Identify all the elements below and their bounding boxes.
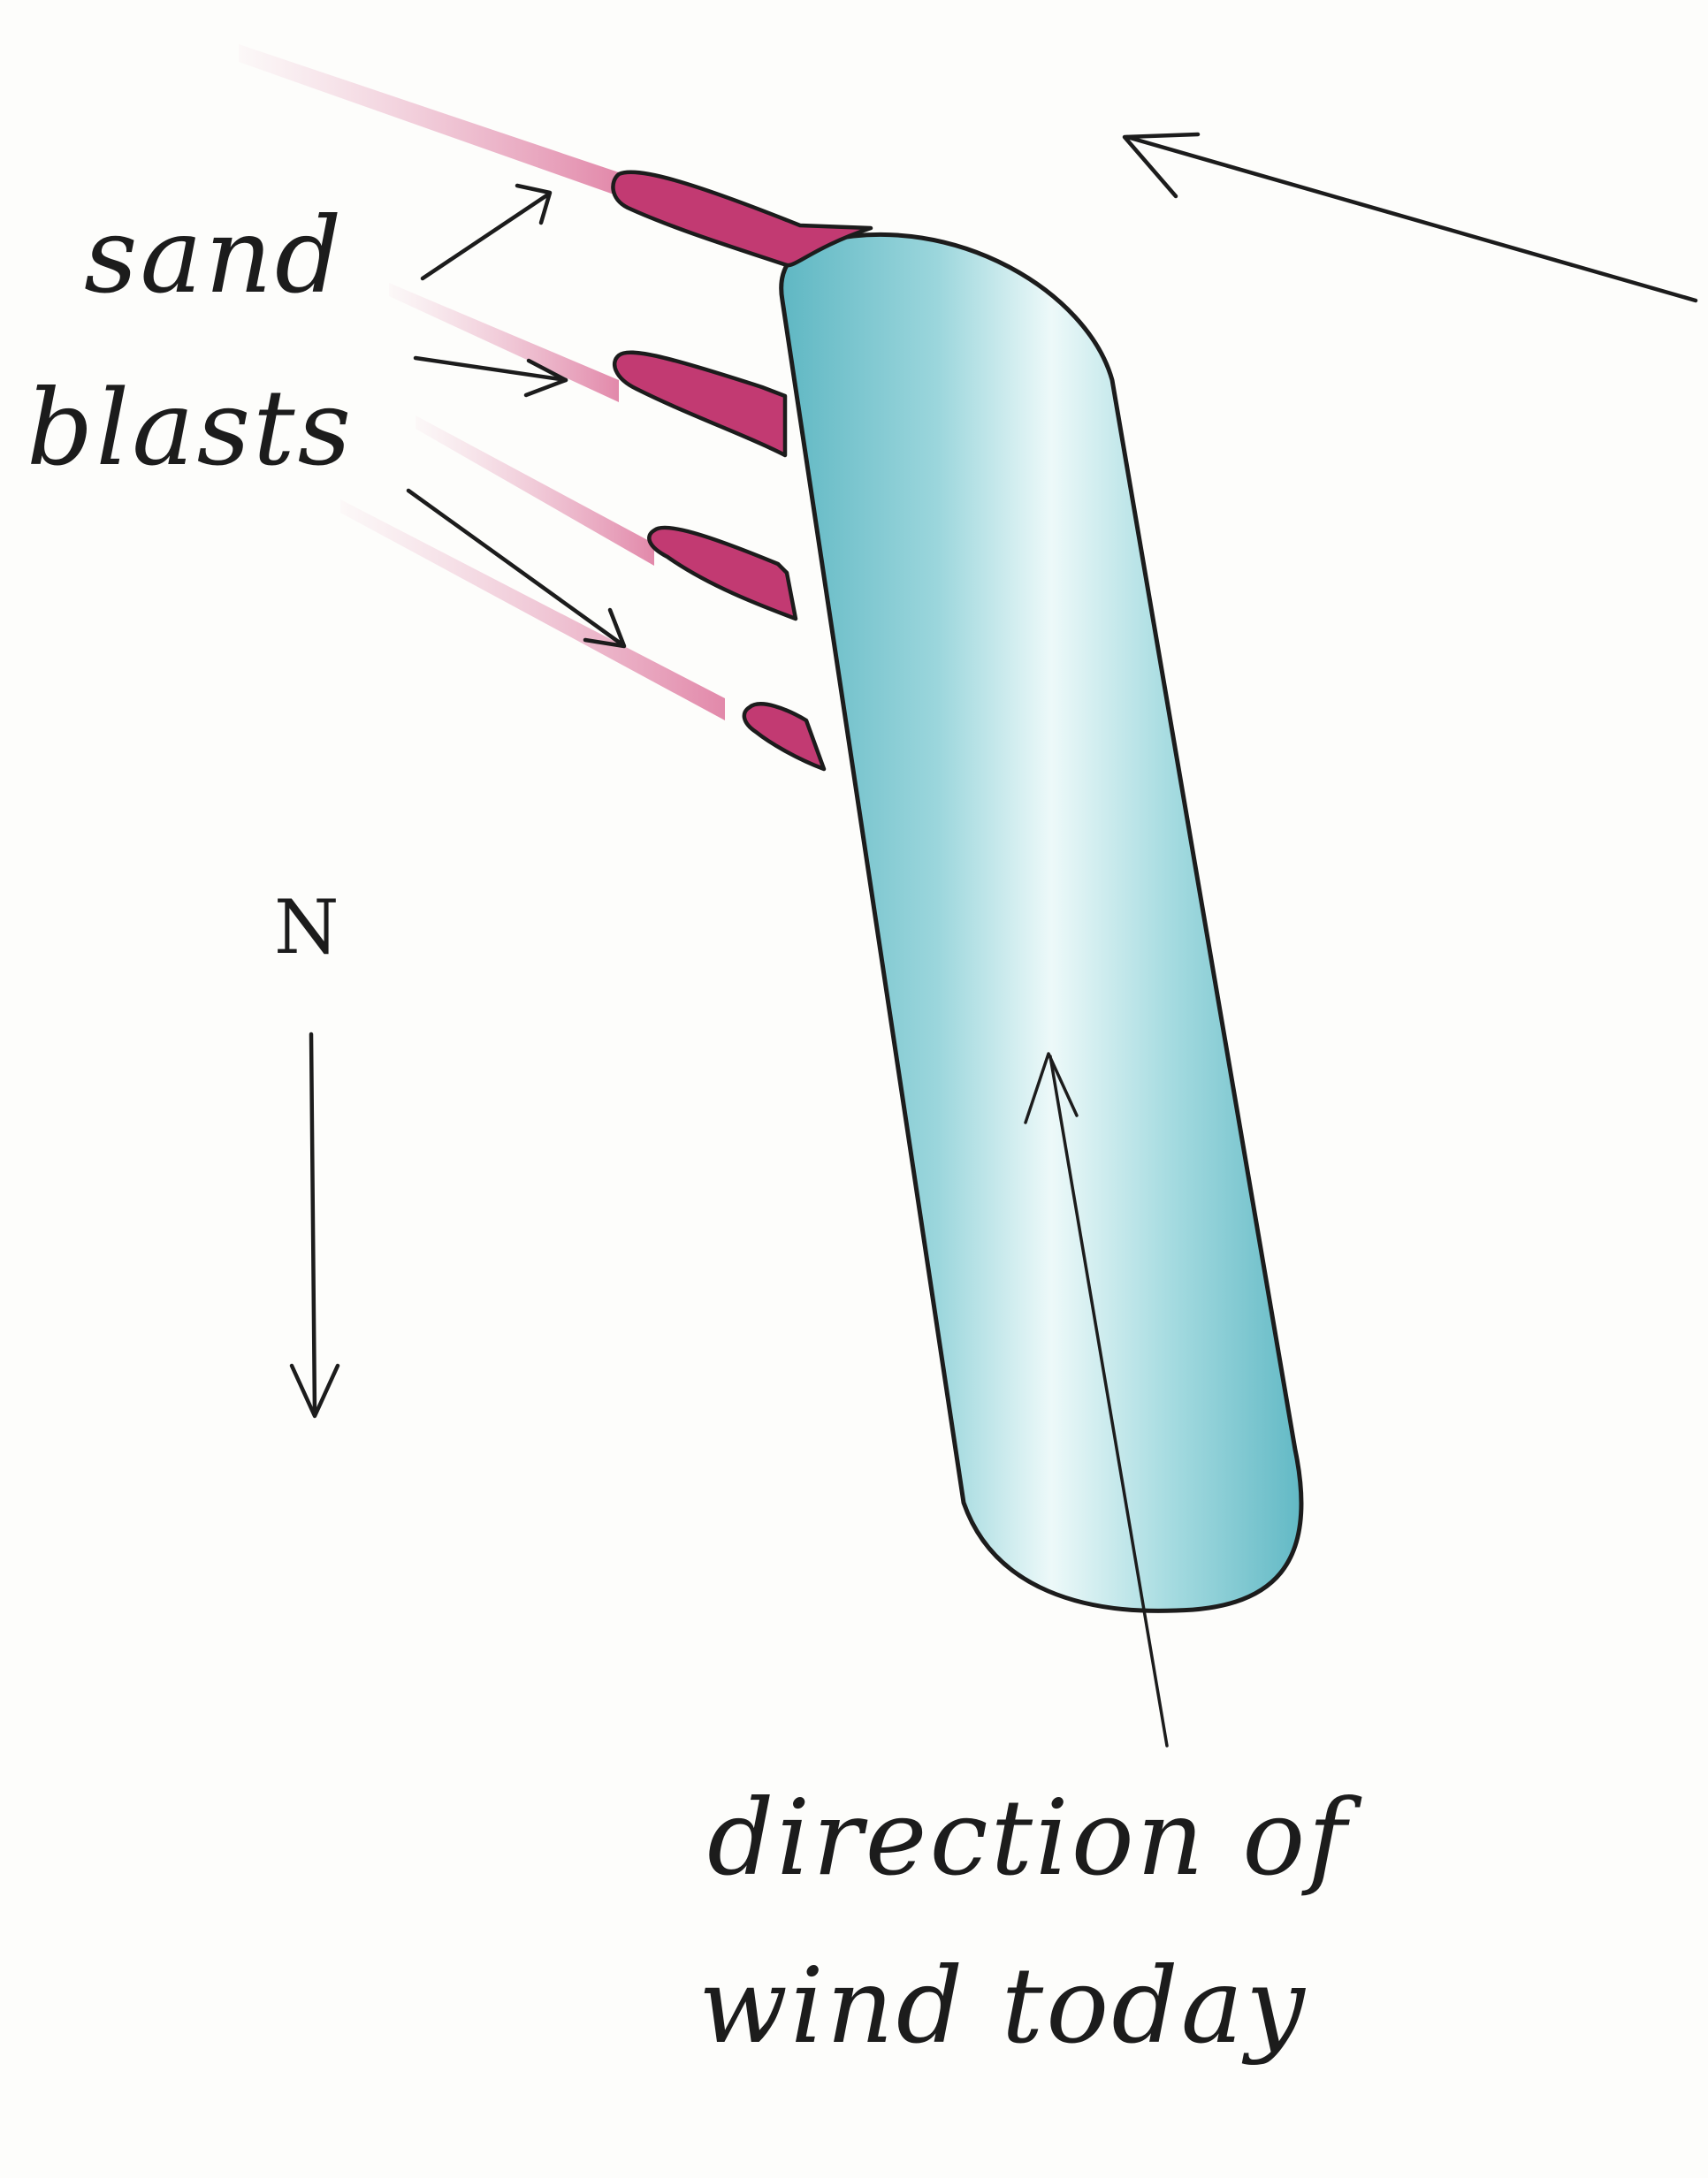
north-label: N: [274, 884, 339, 971]
sand-blast-3: [649, 528, 796, 619]
sand-blast-2: [614, 353, 785, 455]
wind-direction-arrow: [1125, 134, 1696, 301]
north-arrow: N: [274, 884, 339, 1416]
wind-label-line1: direction of: [707, 1777, 1362, 1899]
sand-blast-4: [744, 704, 824, 769]
arrow-down-icon: [311, 1034, 315, 1414]
sand-label-line2: blasts: [27, 367, 354, 489]
arrow-up-left-icon: [1127, 137, 1696, 301]
label-pointer-arrows: [408, 186, 624, 646]
wind-label-line2: wind today: [698, 1945, 1308, 2067]
sand-blasts-label: sand blasts: [27, 194, 354, 489]
ice-block: [782, 234, 1301, 1611]
pointer-arrow-1: [423, 194, 548, 278]
sand-label-line1: sand: [84, 194, 344, 316]
wind-label: direction of wind today: [698, 1777, 1362, 2067]
